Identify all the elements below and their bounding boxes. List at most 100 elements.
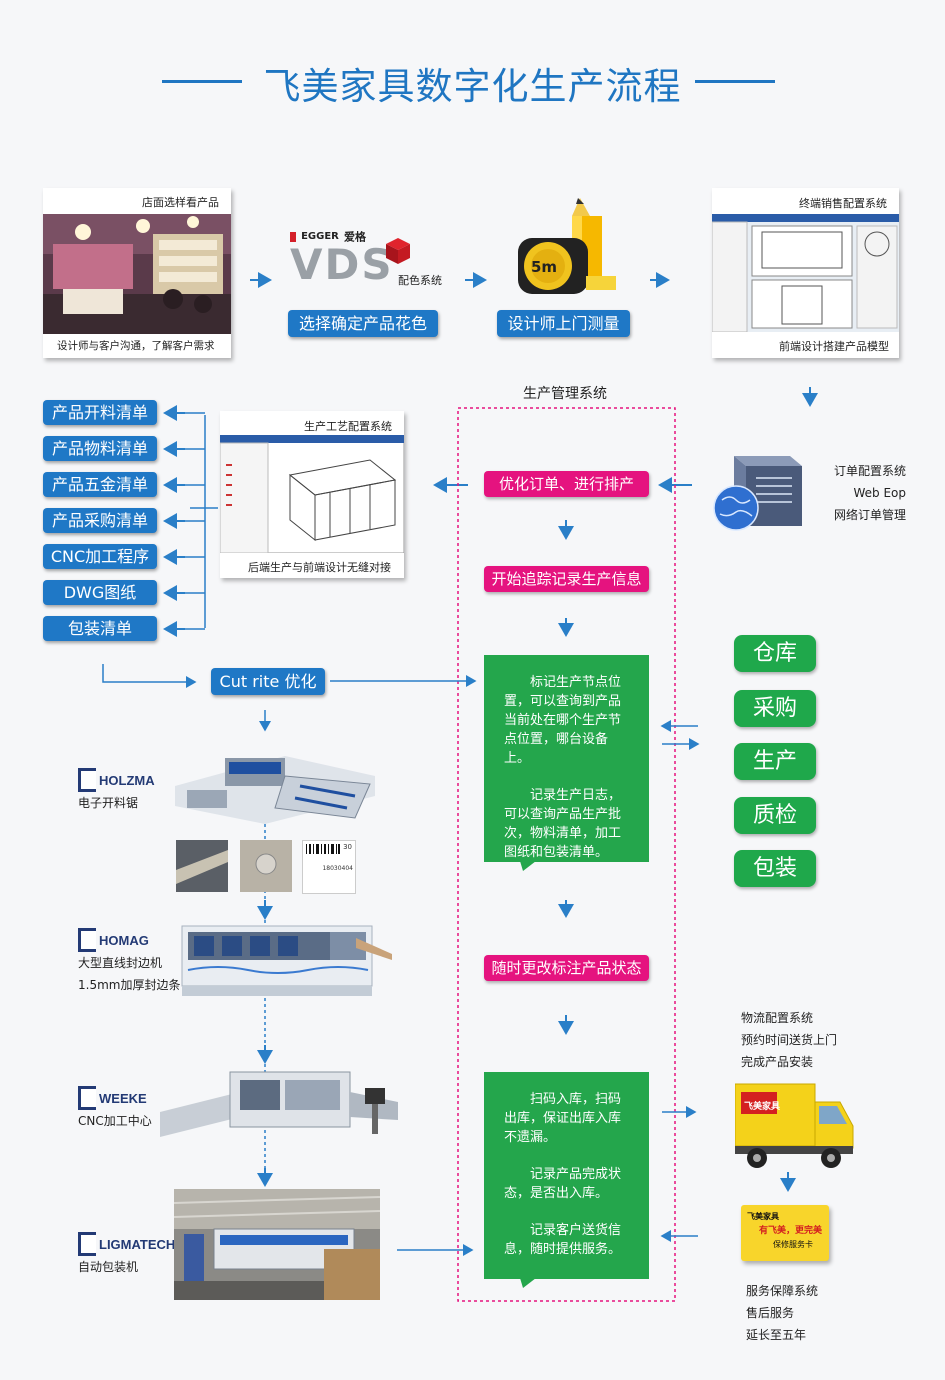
craft-caption: 生产工艺配置系统 xyxy=(304,420,392,433)
terminal-caption: 终端销售配置系统 xyxy=(799,197,887,210)
barcode-code: 18030404 xyxy=(322,865,353,872)
store-photo xyxy=(43,214,231,334)
order-line-2: Web Eop xyxy=(853,486,906,500)
logistics-text: 物流配置系统 预约时间送货上门 完成产品安装 xyxy=(741,1007,837,1073)
weeke-logo: WEEKE xyxy=(78,1086,152,1110)
craft-config-card: 生产工艺配置系统 后端生产与前端设计无缝对接 xyxy=(220,411,404,578)
homag-block: HOMAG 大型直线封边机 1.5mm加厚封边条 xyxy=(78,928,180,996)
ligmatech-desc: 自动包装机 xyxy=(78,1260,139,1274)
holzma-brand: HOLZMA xyxy=(99,772,155,788)
store-subcaption: 设计师与客户沟通，了解客户需求 xyxy=(57,340,215,352)
ligmatech-brand: LIGMATECH xyxy=(99,1236,176,1252)
vds-caption: 配色系统 xyxy=(398,274,442,287)
truck-brand: 飞美家具 xyxy=(744,1102,781,1112)
egger-text: EGGER xyxy=(301,231,339,242)
list-button[interactable]: DWG图纸 xyxy=(43,580,157,605)
barcode-icon xyxy=(306,844,340,854)
tape-label: 5m xyxy=(531,258,558,276)
logistics-line-2: 预约时间送货上门 xyxy=(741,1033,838,1047)
weeke-brand: WEEKE xyxy=(99,1090,147,1106)
tracking-info-para-1: 标记生产节点位置，可以查询到产品当前处在哪个生产节点位置，哪台设备上。 xyxy=(504,675,622,766)
homag-logo: HOMAG xyxy=(78,928,180,952)
holzma-desc: 电子开料锯 xyxy=(78,796,139,810)
service-line-1: 服务保障系统 xyxy=(746,1284,819,1298)
update-status-button[interactable]: 随时更改标注产品状态 xyxy=(484,955,649,981)
red-cube-icon xyxy=(386,238,410,264)
tracking-info-box: 标记生产节点位置，可以查询到产品当前处在哪个生产节点位置，哪台设备上。 记录生产… xyxy=(484,655,649,862)
warehouse-info-para-2: 记录产品完成状态，是否出入库。 xyxy=(504,1167,622,1201)
ligmatech-logo: LIGMATECH xyxy=(78,1232,175,1256)
server-globe-icon xyxy=(713,456,802,531)
delivery-truck-image xyxy=(735,1083,854,1168)
order-line-3: 网络订单管理 xyxy=(833,508,906,522)
edge-photo-2 xyxy=(240,840,292,892)
ligmatech-brand-mark xyxy=(78,1232,96,1256)
list-button[interactable]: 产品采购清单 xyxy=(43,508,157,533)
tracking-box-tail xyxy=(520,861,536,871)
service-card-image: 飞美家具 有飞美，更完美 保修服务卡 xyxy=(741,1205,829,1261)
order-line-1: 订单配置系统 xyxy=(833,464,906,478)
holzma-logo: HOLZMA xyxy=(78,768,155,792)
vds-text: VDS xyxy=(290,240,394,289)
service-text: 服务保障系统 售后服务 延长至五年 xyxy=(746,1280,818,1346)
craft-screenshot xyxy=(220,435,404,553)
homag-desc-2: 1.5mm加厚封边条 xyxy=(78,978,181,992)
holzma-block: HOLZMA 电子开料锯 xyxy=(78,768,155,814)
store-photo-card: 店面选样看产品 设计师与客户沟通，了解客户需求 xyxy=(43,188,231,358)
service-line-2: 售后服务 xyxy=(746,1306,795,1320)
logistics-line-3: 完成产品安装 xyxy=(741,1055,814,1069)
select-color-button[interactable]: 选择确定产品花色 xyxy=(288,310,438,337)
weeke-desc: CNC加工中心 xyxy=(78,1114,152,1128)
terminal-software-card: 终端销售配置系统 前端设计搭建产品模型 xyxy=(712,188,899,358)
list-button[interactable]: 包装清单 xyxy=(43,616,157,641)
egger-logo: EGGER 爱格 xyxy=(290,226,366,244)
card-title: 保修服务卡 xyxy=(773,1240,813,1249)
edgebander-image xyxy=(181,925,392,996)
list-button[interactable]: CNC加工程序 xyxy=(43,544,157,569)
barcode-number: 30 xyxy=(343,843,352,851)
aige-text: 爱格 xyxy=(343,230,366,244)
order-config-text: 订单配置系统 Web Eop 网络订单管理 xyxy=(826,460,906,526)
list-button[interactable]: 产品五金清单 xyxy=(43,472,157,497)
egger-red-mark xyxy=(290,231,296,242)
cad-screenshot xyxy=(712,214,899,332)
cnc-center-image xyxy=(160,1071,398,1137)
holzma-brand-mark xyxy=(78,768,96,792)
department-button[interactable]: 生产 xyxy=(734,743,816,780)
department-button[interactable]: 质检 xyxy=(734,797,816,834)
list-button[interactable]: 产品物料清单 xyxy=(43,436,157,461)
weeke-brand-mark xyxy=(78,1086,96,1110)
optimize-order-button[interactable]: 优化订单、进行排产 xyxy=(484,471,649,497)
warehouse-info-para-1: 扫码入库，扫码出库，保证出库入库不遗漏。 xyxy=(504,1092,622,1145)
service-line-3: 延长至五年 xyxy=(746,1328,807,1342)
page-title: 飞美家具数字化生产流程 xyxy=(263,65,682,108)
department-button[interactable]: 采购 xyxy=(734,690,816,727)
homag-desc-1: 大型直线封边机 xyxy=(78,956,163,970)
warehouse-info-para-3: 记录客户送货信息，随时提供服务。 xyxy=(504,1223,622,1257)
card-slogan: 有飞美，更完美 xyxy=(759,1226,823,1236)
department-button[interactable]: 仓库 xyxy=(734,635,816,672)
tape-measure-pencil-icon xyxy=(518,198,616,294)
list-button[interactable]: 产品开料清单 xyxy=(43,400,157,425)
warehouse-box-tail xyxy=(520,1278,536,1288)
edge-photo-1 xyxy=(176,840,228,892)
logistics-line-1: 物流配置系统 xyxy=(741,1011,814,1025)
title-right-rule xyxy=(695,80,775,83)
measure-button[interactable]: 设计师上门测量 xyxy=(497,310,630,337)
weeke-block: WEEKE CNC加工中心 xyxy=(78,1086,152,1132)
cutrite-optimize-button[interactable]: Cut rite 优化 xyxy=(211,668,325,695)
start-tracking-button[interactable]: 开始追踪记录生产信息 xyxy=(484,566,649,592)
homag-brand-mark xyxy=(78,928,96,952)
panel-saw-image xyxy=(175,756,375,824)
store-caption: 店面选样看产品 xyxy=(142,196,219,209)
department-button[interactable]: 包装 xyxy=(734,850,816,887)
tracking-info-para-2: 记录生产日志，可以查询产品生产批次，物料清单，加工图纸和包装清单。 xyxy=(504,788,622,860)
homag-brand: HOMAG xyxy=(99,932,149,948)
production-system-label: 生产管理系统 xyxy=(523,386,607,402)
terminal-subcaption: 前端设计搭建产品模型 xyxy=(779,340,889,353)
ligmatech-block: LIGMATECH 自动包装机 xyxy=(78,1232,175,1278)
title-left-rule xyxy=(162,80,242,83)
packaging-machine-photo xyxy=(174,1189,380,1300)
card-brand: 飞美家具 xyxy=(747,1212,779,1221)
